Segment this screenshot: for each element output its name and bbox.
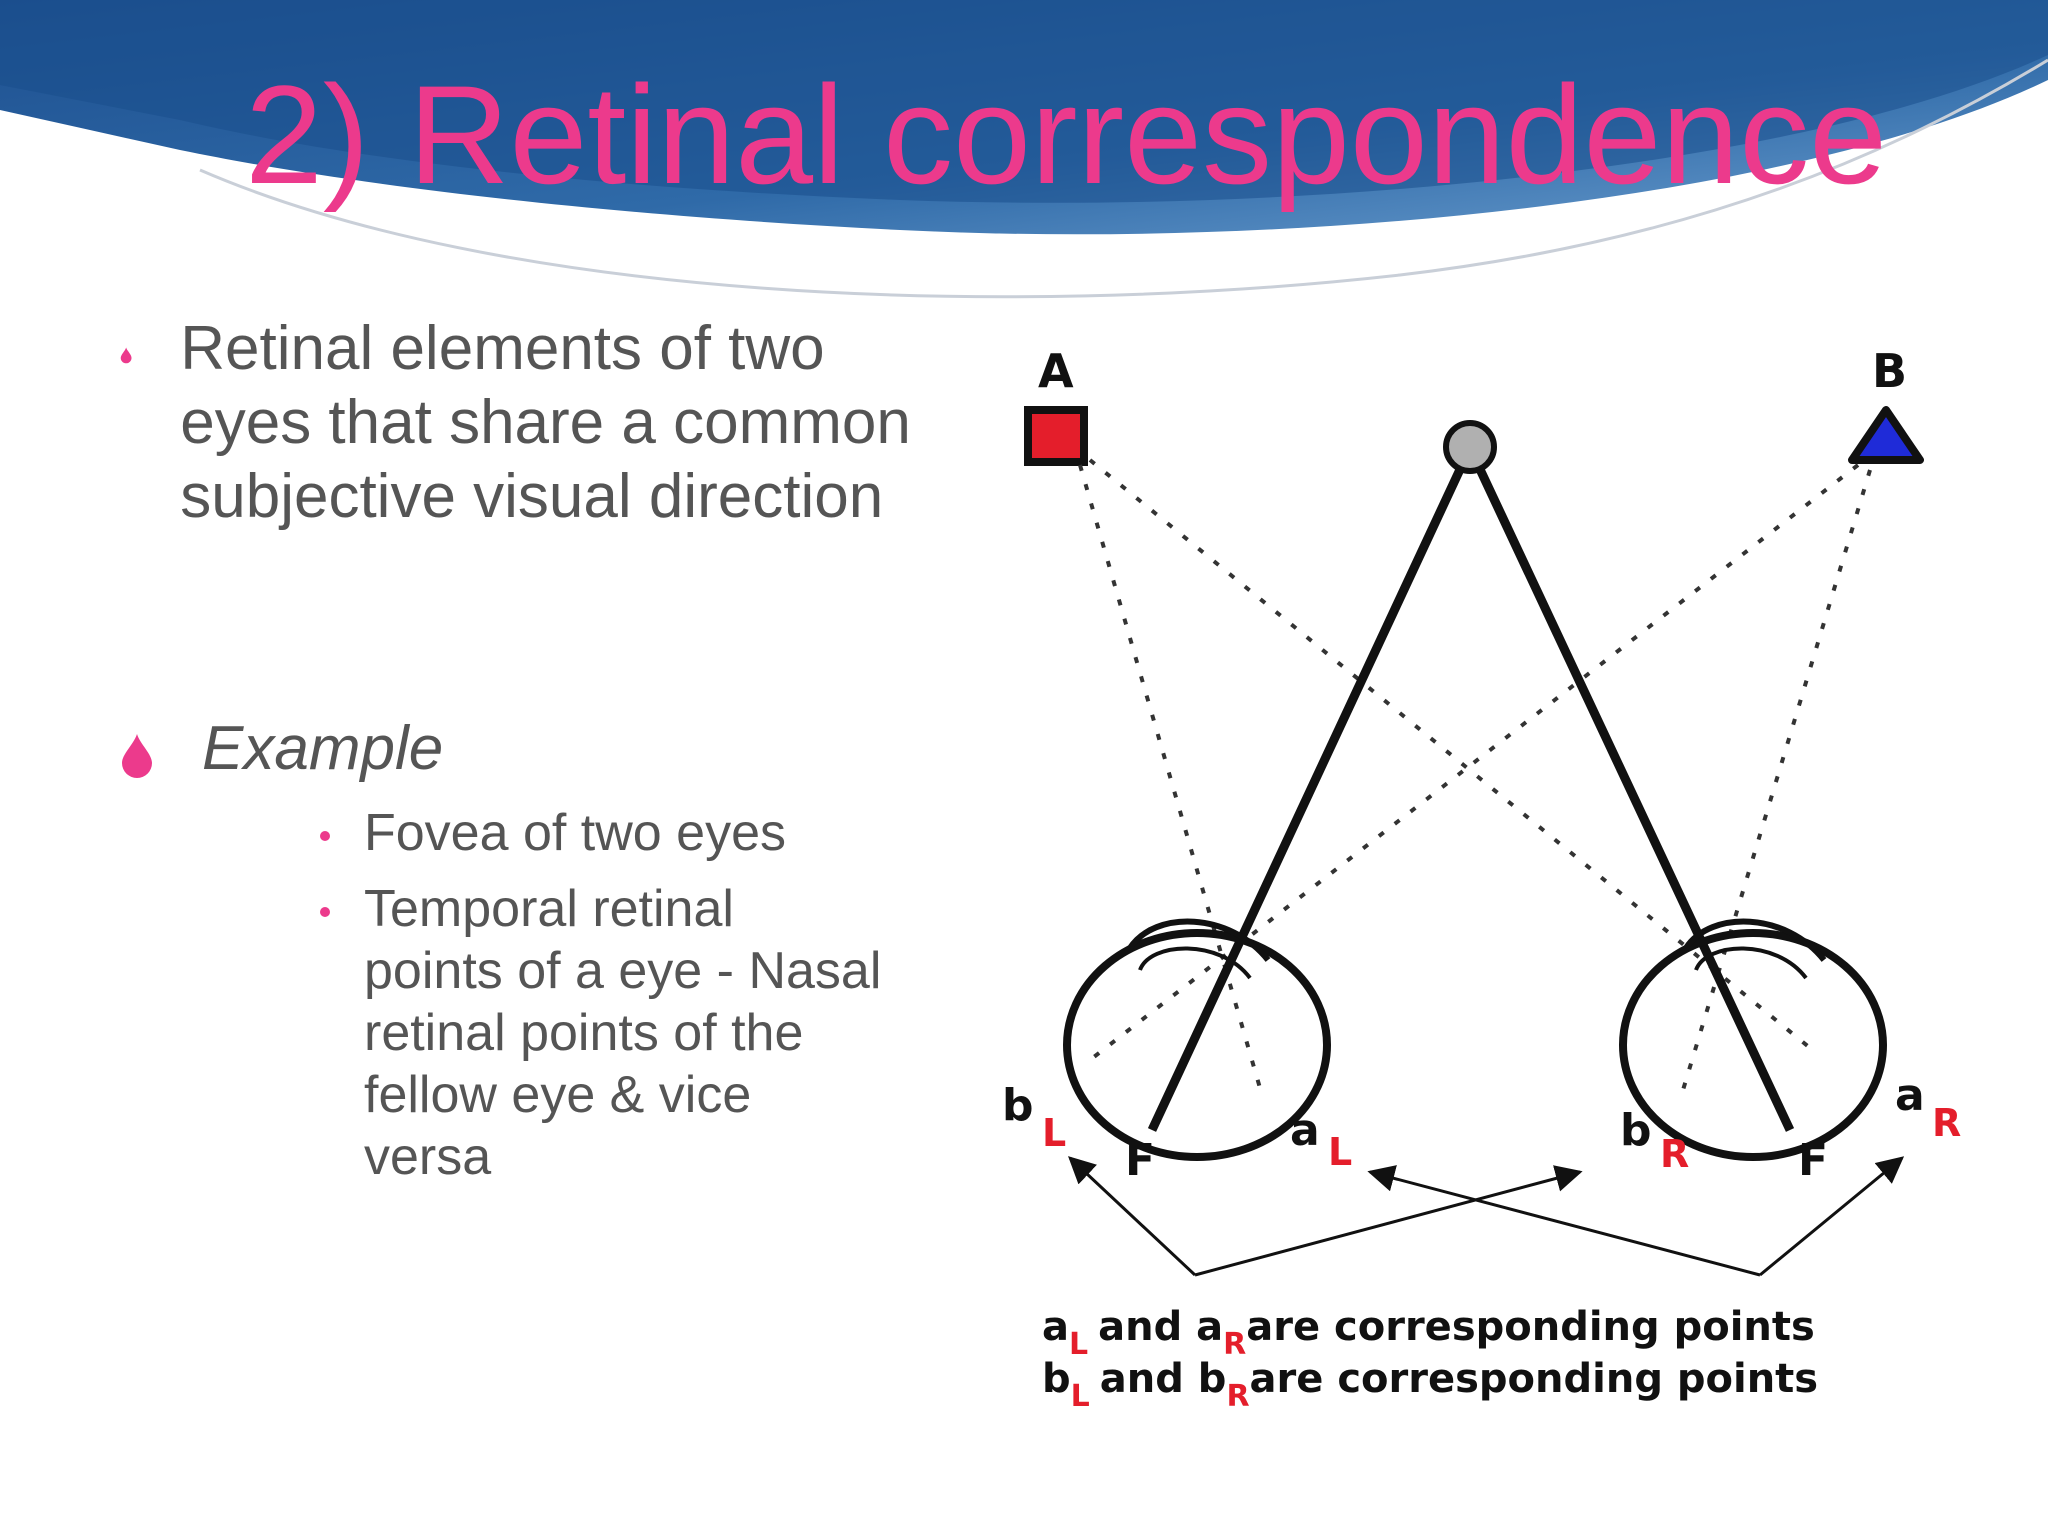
point-b-left-label: b (1002, 1080, 1034, 1131)
object-a-square (1024, 406, 1088, 466)
sub-bullet-text: Fovea of two eyes (364, 804, 786, 862)
object-b-triangle (1848, 406, 1924, 464)
retinal-correspondence-diagram: A B b L F a L b R F a R (1002, 344, 1961, 1414)
left-eye (1063, 918, 1331, 1161)
bullet-text: Example (202, 714, 444, 783)
projection-lines (1078, 458, 1872, 1101)
bullet-text: Retinal elements of two eyes that share … (180, 314, 911, 531)
right-visual-axis (1465, 446, 1795, 1132)
fovea-right-label: F (1798, 1135, 1828, 1186)
dot-bullet-icon (320, 831, 330, 841)
correspondence-arrows (1068, 1156, 1905, 1277)
fovea-left-label: F (1125, 1135, 1155, 1186)
point-b-right-label: b (1620, 1105, 1652, 1156)
point-a-right-label: a (1895, 1070, 1925, 1121)
bullet-item: Retinal elements of two eyes that share … (120, 312, 940, 534)
caption-a: a (1042, 1304, 1069, 1350)
caption-b: b (1042, 1356, 1071, 1402)
subscript-r: R (1660, 1132, 1689, 1176)
drop-bullet-icon (120, 347, 132, 364)
drop-bullet-icon (122, 734, 152, 778)
sub-bullet-item: Fovea of two eyes (320, 802, 884, 864)
bullet-item: Example (120, 712, 443, 786)
fixation-point (1443, 420, 1497, 474)
sub-bullet-item: Temporal retinal points of a eye - Nasal… (320, 878, 884, 1188)
subscript-r: R (1932, 1101, 1961, 1145)
dot-bullet-icon (320, 907, 330, 917)
sub-bullet-text: Temporal retinal points of a eye - Nasal… (364, 880, 882, 1186)
right-eye (1619, 918, 1887, 1161)
subscript-l: L (1042, 1111, 1066, 1155)
left-visual-axis (1147, 446, 1475, 1132)
object-a-label: A (1038, 344, 1074, 398)
slide-title: 2) Retinal correspondence (245, 56, 1888, 213)
object-b-label: B (1872, 344, 1907, 398)
point-a-left-label: a (1290, 1105, 1320, 1156)
subscript-l: L (1328, 1130, 1352, 1174)
